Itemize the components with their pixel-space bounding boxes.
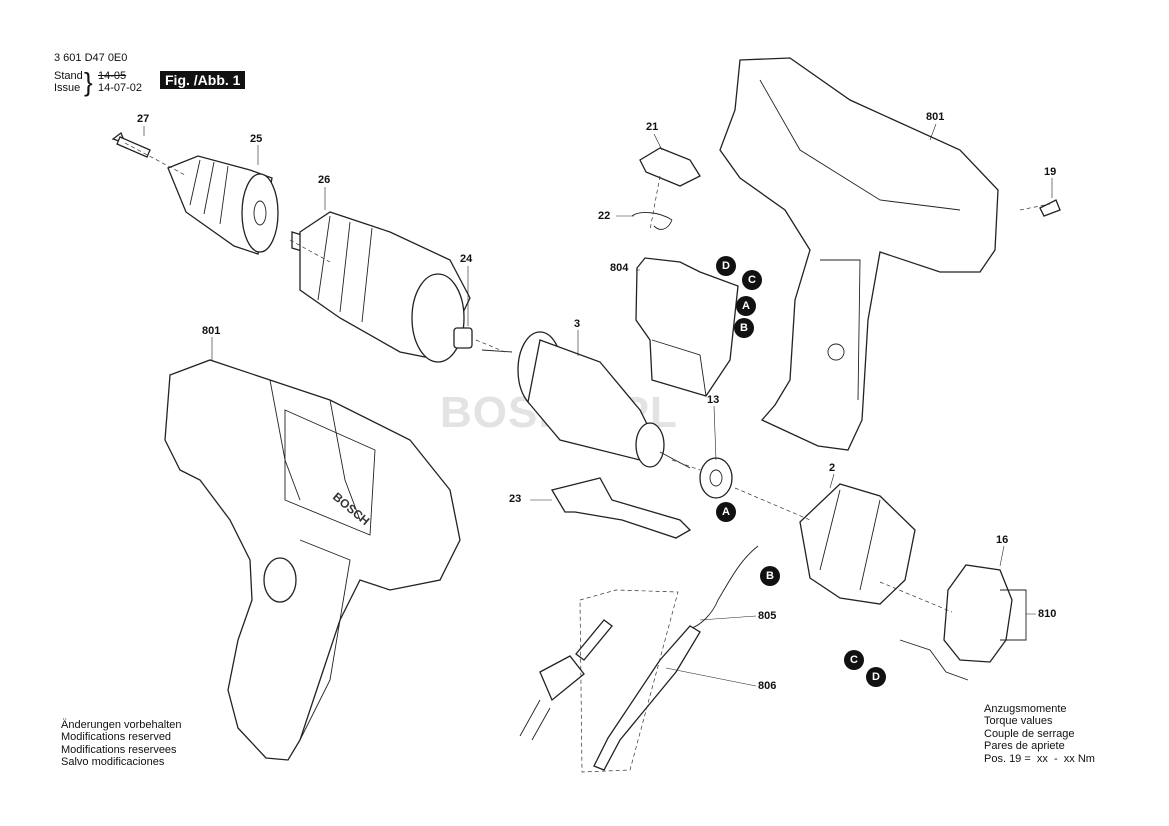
torque-notes: Anzugsmomente Torque values Couple de se… <box>984 703 1095 765</box>
issue-date: 14-07-02 <box>98 82 143 94</box>
brace-glyph: } <box>84 67 93 97</box>
armature-3 <box>481 331 691 469</box>
part-number-2: 2 <box>829 462 836 474</box>
note-line: Modifications reservees <box>61 743 177 756</box>
marker-d-switch-text: D <box>722 260 730 272</box>
housing-half-801-right <box>719 57 999 451</box>
chuck-25 <box>167 155 279 255</box>
marker-c-brush-text: C <box>850 654 858 666</box>
part-number-21: 21 <box>646 121 659 133</box>
part-number-25: 25 <box>250 133 263 145</box>
part-number-23: 23 <box>509 493 522 505</box>
note-line: Änderungen vorbehalten <box>61 719 182 731</box>
torque-line: Anzugsmomente <box>984 703 1067 715</box>
part-number-16: 16 <box>996 534 1009 546</box>
cable-806 <box>519 619 701 771</box>
part-number-24: 24 <box>460 253 473 265</box>
marker-b-wire-text: B <box>766 570 774 582</box>
pinion-24 <box>453 327 473 349</box>
torque-line: Pos. 19 = xx - xx Nm <box>984 752 1095 765</box>
part-number-805: 805 <box>758 610 777 622</box>
note-line: Modifications reserved <box>61 731 172 744</box>
marker-b-switch-text: B <box>740 322 748 334</box>
figure-label: Fig. /Abb. 1 <box>160 71 246 89</box>
marker-a-switch <box>736 296 756 316</box>
issue-label: Issue <box>54 82 81 94</box>
assembled-drill-801 <box>164 359 461 761</box>
marker-a-wire-text: A <box>722 506 730 518</box>
notes-left: Änderungen vorbehalten Modifications res… <box>61 719 181 769</box>
switch-804 <box>635 257 739 397</box>
marker-b-wire <box>760 566 780 586</box>
marker-d-brush <box>866 667 886 687</box>
torque-line: Torque values <box>984 715 1053 728</box>
field-2 <box>799 483 916 605</box>
gearbox-26 <box>291 211 471 363</box>
marker-a-switch-text: A <box>742 300 750 312</box>
torque-line: Couple de serrage <box>984 727 1075 740</box>
part-number-804: 804 <box>610 262 629 274</box>
part-number-3: 3 <box>574 318 581 330</box>
marker-d-switch <box>716 256 736 276</box>
bearing-13 <box>699 457 733 499</box>
screw-27 <box>111 131 151 158</box>
marker-c-switch <box>742 270 762 290</box>
torque-line: Pares de apriete <box>984 740 1065 753</box>
drawing-code: 3 601 D47 0E0 <box>54 52 128 64</box>
stand-date: 14-05 <box>98 70 127 82</box>
note-line: Salvo modificaciones <box>61 756 165 769</box>
marker-d-brush-text: D <box>872 671 880 683</box>
wire-805 <box>691 545 759 629</box>
marker-c-switch-text: C <box>748 274 756 286</box>
part-number-19: 19 <box>1044 166 1057 178</box>
part-number-26: 26 <box>318 174 331 186</box>
marker-b-switch <box>734 318 754 338</box>
part-number-801-housing: 801 <box>926 111 945 123</box>
brush-holder-810 <box>899 564 1027 681</box>
cable-holder-23 <box>550 477 692 539</box>
marker-a-wire <box>716 502 736 522</box>
part-number-13: 13 <box>707 394 720 406</box>
stand-label: Stand <box>54 70 83 82</box>
part-number-27: 27 <box>137 113 150 125</box>
screw-19 <box>1039 199 1061 217</box>
part-number-801-drill: 801 <box>202 325 221 337</box>
clip-21 <box>639 147 701 187</box>
marker-c-brush <box>844 650 864 670</box>
part-number-806: 806 <box>758 680 777 692</box>
part-number-810: 810 <box>1038 608 1057 620</box>
part-number-22: 22 <box>598 210 611 222</box>
spring-22 <box>631 212 673 230</box>
